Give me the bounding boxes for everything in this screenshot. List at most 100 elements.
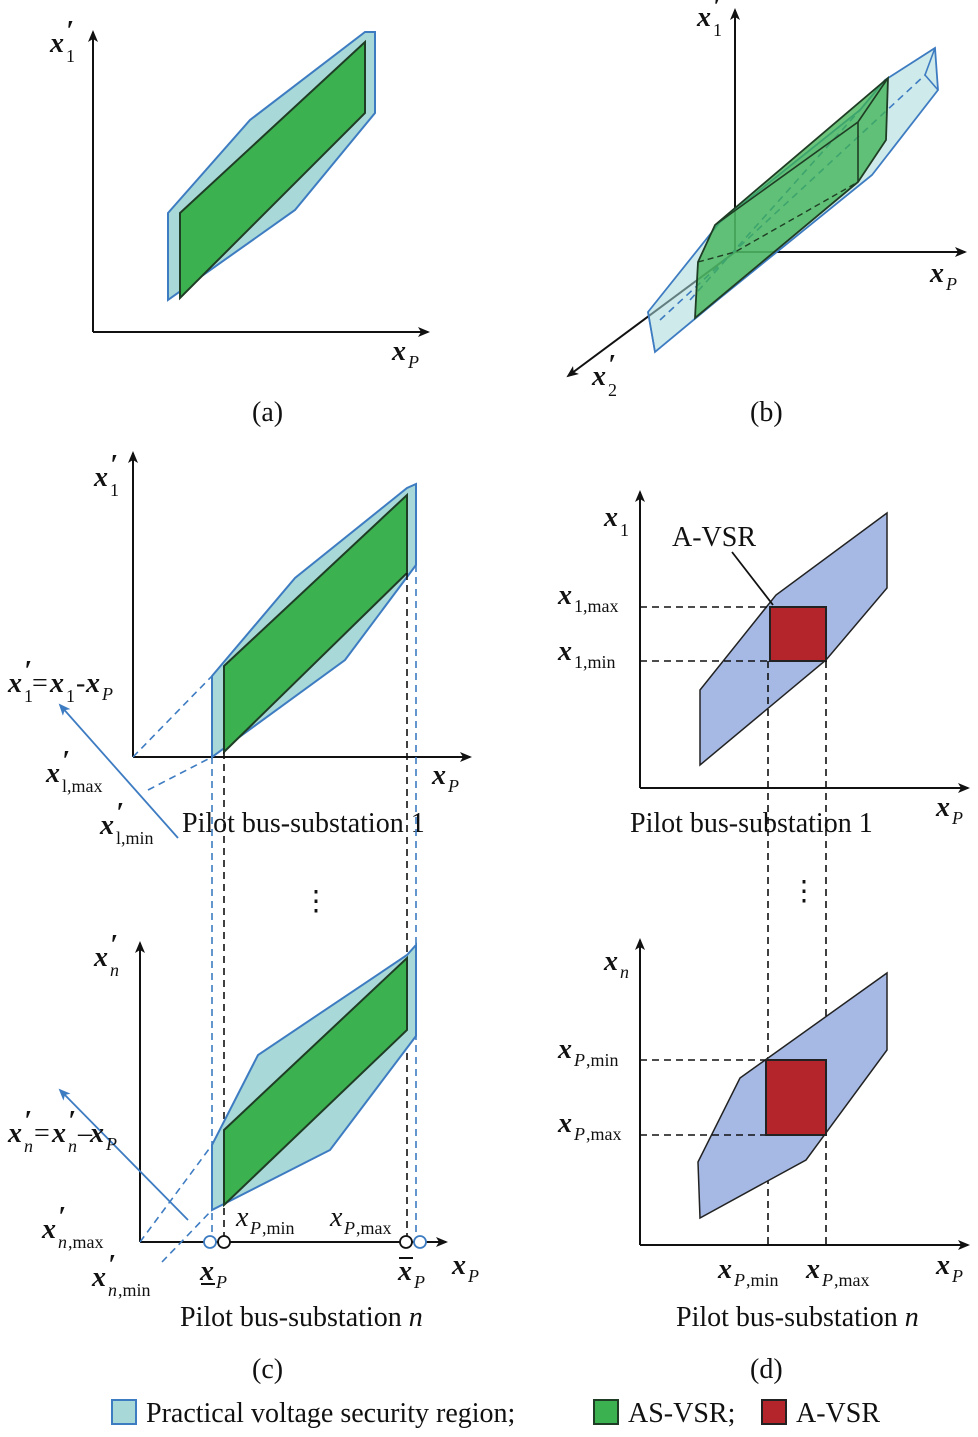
svg-text:x: x xyxy=(431,760,446,791)
svg-text:x: x xyxy=(391,336,406,367)
svg-text:=: = xyxy=(32,668,48,699)
svg-text:n: n xyxy=(24,1136,33,1156)
svg-text:x: x xyxy=(199,1256,214,1287)
svg-text:P: P xyxy=(821,1270,833,1290)
panel-c-bot-proj-1 xyxy=(139,1144,213,1243)
svg-text:P: P xyxy=(343,1218,355,1238)
svg-text:1: 1 xyxy=(713,20,722,40)
panel-d-top-title: Pilot bus-substation 1 xyxy=(630,808,873,839)
svg-text:x: x xyxy=(397,1256,412,1287)
legend-swatch-practical xyxy=(111,1399,137,1425)
svg-text:′: ′ xyxy=(110,930,118,961)
panel-d-bot-title-n: n xyxy=(905,1302,919,1333)
svg-text:x: x xyxy=(329,1202,343,1233)
svg-text:′: ′ xyxy=(108,1250,116,1281)
svg-text:,max: ,max xyxy=(586,1124,622,1144)
panel-b-x1-label: x′1 xyxy=(696,0,722,40)
legend-swatch-as-vsr xyxy=(593,1399,619,1425)
svg-text:1,min: 1,min xyxy=(574,652,616,672)
svg-text:n: n xyxy=(68,1136,77,1156)
svg-text:x: x xyxy=(557,636,572,667)
svg-text:1: 1 xyxy=(110,480,119,500)
legend-label-as-vsr: AS-VSR; xyxy=(628,1398,735,1429)
panel-c-bot-min-label: x′n,min xyxy=(91,1250,151,1300)
svg-text:P: P xyxy=(573,1050,585,1070)
svg-text:1: 1 xyxy=(24,686,33,706)
svg-text:x: x xyxy=(45,758,60,789)
svg-text:,max: ,max xyxy=(834,1270,870,1290)
svg-text:n: n xyxy=(620,962,629,982)
legend-swatch-a-vsr xyxy=(761,1399,787,1425)
svg-text:x: x xyxy=(603,502,618,533)
svg-text:P: P xyxy=(215,1272,227,1292)
panel-c-top-as-vsr-region xyxy=(223,492,408,755)
svg-text:P: P xyxy=(951,808,963,828)
svg-text:x: x xyxy=(235,1202,249,1233)
panel-d-avsr-callout: A-VSR xyxy=(672,522,756,553)
panel-c-top-y-label: x′1 xyxy=(93,450,119,500)
panel-d-avsr-callout-line xyxy=(731,551,774,606)
legend: Practical voltage security region; AS-VS… xyxy=(111,1398,880,1429)
svg-text:P: P xyxy=(733,1270,745,1290)
panel-d-bot-avsr xyxy=(765,1059,827,1136)
panel-c-bot-y-label: x′n xyxy=(93,930,119,980)
panel-d-ellipsis: ⋮ xyxy=(790,876,818,907)
svg-text:x: x xyxy=(451,1250,466,1281)
svg-text:n: n xyxy=(110,960,119,980)
panel-c-marker-upper-black xyxy=(399,1235,413,1249)
svg-text:n: n xyxy=(108,1280,117,1300)
svg-text:x: x xyxy=(717,1254,732,1285)
panel-c-caption: (c) xyxy=(252,1354,283,1385)
panel-c-marker-lower-blue xyxy=(203,1235,217,1249)
svg-text:′: ′ xyxy=(116,798,124,829)
svg-text:1,max: 1,max xyxy=(574,596,619,616)
svg-text:P: P xyxy=(249,1218,261,1238)
svg-text:1: 1 xyxy=(66,686,75,706)
svg-text:x: x xyxy=(696,2,711,33)
svg-text:Pilot bus-substation n: Pilot bus-substation n xyxy=(180,1302,423,1333)
panel-c-top-max-label: x′l,max xyxy=(45,746,103,796)
svg-text:l,max: l,max xyxy=(62,776,103,796)
panel-c-top-min-label: x′l,min xyxy=(99,798,154,848)
svg-text:P: P xyxy=(447,776,459,796)
panel-d-bot-title: Pilot bus-substation n xyxy=(676,1302,919,1333)
svg-text:,min: ,min xyxy=(586,1050,619,1070)
svg-text:x: x xyxy=(603,946,618,977)
panel-b-x2-label: x′2 xyxy=(591,350,617,400)
panel-b-edge-1 xyxy=(647,311,656,353)
panel-a-y-label: x′1 xyxy=(49,16,75,66)
svg-text:x: x xyxy=(935,792,950,823)
svg-text:x: x xyxy=(805,1254,820,1285)
svg-text:P: P xyxy=(413,1272,425,1292)
legend-label-practical: Practical voltage security region; xyxy=(146,1398,515,1429)
svg-text:,min: ,min xyxy=(746,1270,779,1290)
svg-text:–: – xyxy=(77,1118,93,1149)
panel-c-ellipsis: ⋮ xyxy=(302,886,330,917)
svg-text:n: n xyxy=(58,1232,67,1252)
svg-text:x: x xyxy=(85,668,100,699)
svg-text:x: x xyxy=(49,668,64,699)
svg-text:,max: ,max xyxy=(356,1218,392,1238)
svg-text:,min: ,min xyxy=(262,1218,295,1238)
svg-text:x: x xyxy=(935,1250,950,1281)
svg-text:′: ′ xyxy=(58,1202,66,1233)
svg-text:2: 2 xyxy=(608,380,617,400)
svg-text:′: ′ xyxy=(62,746,70,777)
panel-a-as-vsr-region xyxy=(179,39,366,301)
svg-text:x: x xyxy=(7,1118,22,1149)
panel-d-top-avsr xyxy=(769,606,827,662)
